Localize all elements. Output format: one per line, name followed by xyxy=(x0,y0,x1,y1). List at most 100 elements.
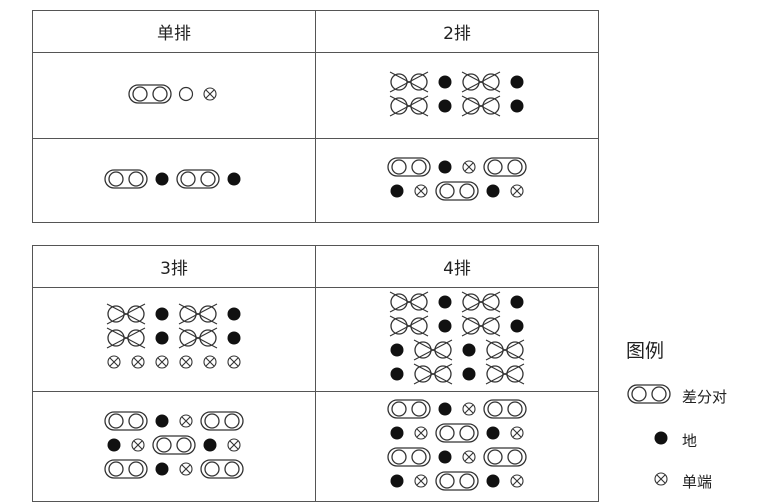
ground-pin-mark xyxy=(462,343,476,356)
ground-pin-mark xyxy=(438,450,452,463)
ground-pin-mark xyxy=(654,431,668,445)
single-ended-pin-mark xyxy=(510,473,524,488)
ground-pin-icon xyxy=(650,426,672,454)
pin-pattern xyxy=(386,70,528,122)
crossed-differential-pair-mark xyxy=(178,327,218,348)
ground-pin-mark xyxy=(510,75,524,88)
ground-pin-mark xyxy=(486,474,500,487)
empty-pin-mark xyxy=(178,86,194,101)
pin-pattern xyxy=(103,302,245,378)
differential-pair-mark xyxy=(128,83,172,104)
single-ended-pin-mark xyxy=(462,159,476,174)
differential-pair-mark xyxy=(483,156,527,177)
differential-pair-mark xyxy=(627,384,671,404)
pattern-cell xyxy=(32,138,316,223)
ground-pin-mark xyxy=(227,172,241,185)
pin-pattern-graphic xyxy=(387,398,527,491)
pin-pattern-graphic xyxy=(104,410,244,479)
single-ended-pin-mark xyxy=(203,354,217,369)
ground-pin-mark xyxy=(438,319,452,332)
ground-pin-mark xyxy=(390,343,404,356)
routing-table-2: 3排 4排 xyxy=(32,245,599,502)
differential-pair-mark xyxy=(152,434,196,455)
pin-pattern xyxy=(386,397,528,497)
ground-pin-mark xyxy=(486,426,500,439)
pattern-cell xyxy=(315,138,599,223)
pin-pattern-graphic xyxy=(387,156,527,201)
pin-pattern-graphic xyxy=(654,431,668,445)
pin-pattern-graphic xyxy=(128,83,217,104)
single-ended-pin-mark xyxy=(414,183,428,198)
ground-pin-mark xyxy=(155,414,169,427)
crossed-differential-pair-mark xyxy=(461,291,501,312)
pin-pattern-graphic xyxy=(389,71,524,116)
pattern-cell xyxy=(32,287,316,392)
crossed-differential-pair-mark xyxy=(413,363,453,384)
pin-pattern xyxy=(386,155,528,207)
single-ended-pin-mark xyxy=(131,437,145,452)
single-ended-pin-mark xyxy=(131,354,145,369)
single-ended-pin-mark xyxy=(107,354,121,369)
header-three-rows: 3排 xyxy=(32,245,316,288)
ground-pin-mark xyxy=(486,184,500,197)
single-ended-pin-mark xyxy=(203,86,217,101)
crossed-differential-pair-mark xyxy=(389,315,429,336)
ground-pin-mark xyxy=(390,474,404,487)
legend-label: 地 xyxy=(682,431,698,450)
ground-pin-mark xyxy=(390,184,404,197)
crossed-differential-pair-mark xyxy=(389,95,429,116)
ground-pin-mark xyxy=(227,307,241,320)
single-ended-pin-mark xyxy=(179,413,193,428)
pin-pattern xyxy=(103,409,245,485)
ground-pin-mark xyxy=(510,99,524,112)
pin-pattern xyxy=(103,167,245,195)
header-single-row: 单排 xyxy=(32,10,316,53)
differential-pair-icon xyxy=(626,382,672,410)
pattern-cell xyxy=(32,52,316,139)
ground-pin-mark xyxy=(438,75,452,88)
ground-pin-mark xyxy=(155,462,169,475)
pattern-cell xyxy=(315,52,599,139)
pin-pattern xyxy=(127,82,221,110)
differential-pair-mark xyxy=(435,180,479,201)
crossed-differential-pair-mark xyxy=(389,291,429,312)
ground-pin-mark xyxy=(155,172,169,185)
crossed-differential-pair-mark xyxy=(461,71,501,92)
legend-item-differential-pair: 差分对 xyxy=(626,384,727,408)
differential-pair-mark xyxy=(483,398,527,419)
crossed-differential-pair-mark xyxy=(485,339,525,360)
single-ended-pin-mark xyxy=(414,473,428,488)
pin-pattern-graphic xyxy=(389,291,525,384)
crossed-differential-pair-mark xyxy=(461,95,501,116)
ground-pin-mark xyxy=(462,367,476,380)
pin-pattern-graphic xyxy=(627,384,671,404)
differential-pair-mark xyxy=(387,156,431,177)
legend-label: 单端 xyxy=(682,472,713,491)
single-ended-pin-mark xyxy=(179,461,193,476)
ground-pin-mark xyxy=(155,307,169,320)
ground-pin-mark xyxy=(390,367,404,380)
differential-pair-mark xyxy=(435,422,479,443)
differential-pair-mark xyxy=(435,470,479,491)
pattern-cell xyxy=(32,391,316,502)
crossed-differential-pair-mark xyxy=(106,303,146,324)
crossed-differential-pair-mark xyxy=(178,303,218,324)
ground-pin-mark xyxy=(438,160,452,173)
pin-pattern xyxy=(386,290,528,390)
ground-pin-mark xyxy=(203,438,217,451)
single-ended-pin-mark xyxy=(462,449,476,464)
single-ended-pin-mark xyxy=(227,437,241,452)
differential-pair-mark xyxy=(387,398,431,419)
crossed-differential-pair-mark xyxy=(413,339,453,360)
differential-pair-mark xyxy=(200,410,244,431)
pin-pattern-graphic xyxy=(654,472,668,486)
differential-pair-mark xyxy=(176,168,220,189)
single-ended-pin-mark xyxy=(414,425,428,440)
ground-pin-mark xyxy=(155,331,169,344)
differential-pair-mark xyxy=(104,458,148,479)
single-ended-pin-mark xyxy=(462,401,476,416)
crossed-differential-pair-mark xyxy=(389,71,429,92)
crossed-differential-pair-mark xyxy=(485,363,525,384)
legend-item-ground: 地 xyxy=(650,428,697,452)
pattern-cell xyxy=(315,391,599,502)
